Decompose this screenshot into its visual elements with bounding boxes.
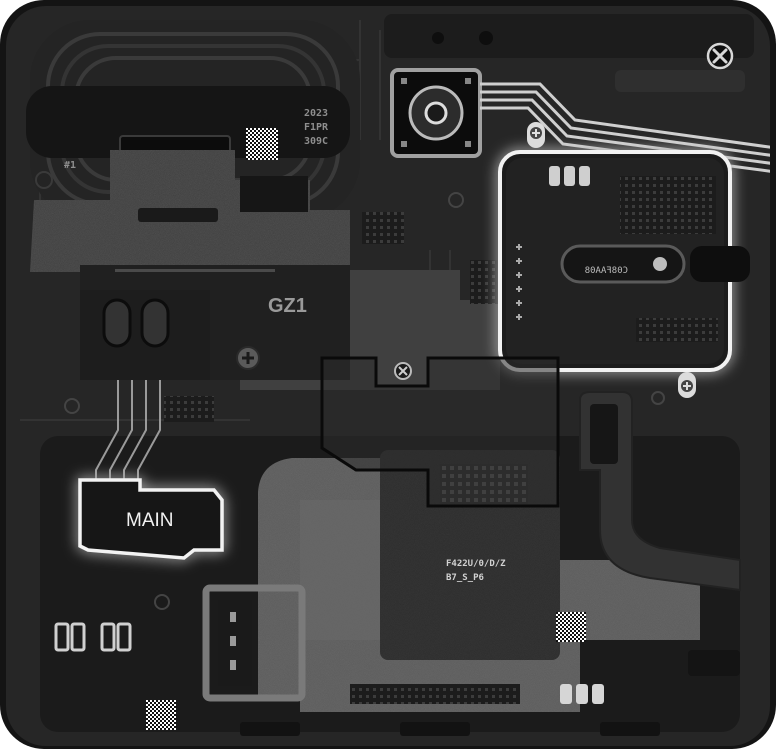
screw-icon	[64, 398, 80, 414]
sub-board-connector	[560, 244, 686, 284]
qr-code-icon	[246, 128, 278, 160]
shield-slot	[138, 208, 218, 222]
screw-icon	[154, 594, 170, 610]
mirrored-code: C08FAA08	[585, 266, 628, 276]
mic-hole	[432, 32, 444, 44]
chip-marking-line-2: B7_S_P6	[446, 573, 484, 583]
screw-icon	[35, 171, 53, 189]
sub-board-contact-pads	[549, 166, 590, 186]
bottom-connector	[350, 684, 520, 704]
camera-lens-icon	[390, 68, 482, 158]
date-code-line-1: 2023	[304, 108, 328, 119]
via-grid-2	[470, 260, 498, 304]
soc-outline	[320, 356, 560, 508]
qr-code-icon	[146, 700, 176, 730]
sensor-hole	[479, 31, 493, 45]
date-code-line-2: F1PR	[304, 122, 329, 133]
pad-left	[102, 298, 132, 348]
lower-left-pads	[54, 622, 132, 652]
top-right-pad	[615, 70, 745, 92]
screw-icon	[527, 122, 545, 148]
bracket-frame	[202, 584, 306, 702]
sub-board-led	[653, 257, 667, 271]
main-label: MAIN	[126, 510, 174, 531]
screw-icon	[394, 362, 412, 380]
gz1-label: GZ1	[268, 295, 307, 317]
date-code-line-3: 309C	[304, 136, 328, 147]
pad-right	[140, 298, 170, 348]
bracket-pads	[230, 612, 236, 670]
bottom-contact-pads	[560, 684, 604, 704]
shield-cutout	[240, 176, 308, 212]
main-board-label[interactable]: MAIN	[78, 478, 224, 560]
chip-marking-line-1: F422U/0/D/Z	[446, 559, 506, 569]
sub-board-pin-column	[516, 244, 522, 320]
via-grid-3	[164, 396, 214, 422]
qr-code-icon	[556, 612, 586, 642]
screw-icon	[448, 192, 464, 208]
gz1-pin-row	[115, 269, 275, 272]
screw-icon	[651, 391, 665, 405]
screw-icon	[678, 372, 696, 398]
close-icon[interactable]	[706, 42, 734, 70]
highlighted-sub-board[interactable]: C08FAA08	[498, 150, 750, 372]
screw-icon	[236, 346, 260, 370]
right-flex-cable	[579, 391, 741, 592]
ref-number: #1	[64, 160, 76, 171]
via-grid	[362, 212, 404, 244]
top-connector-strip	[384, 14, 754, 58]
